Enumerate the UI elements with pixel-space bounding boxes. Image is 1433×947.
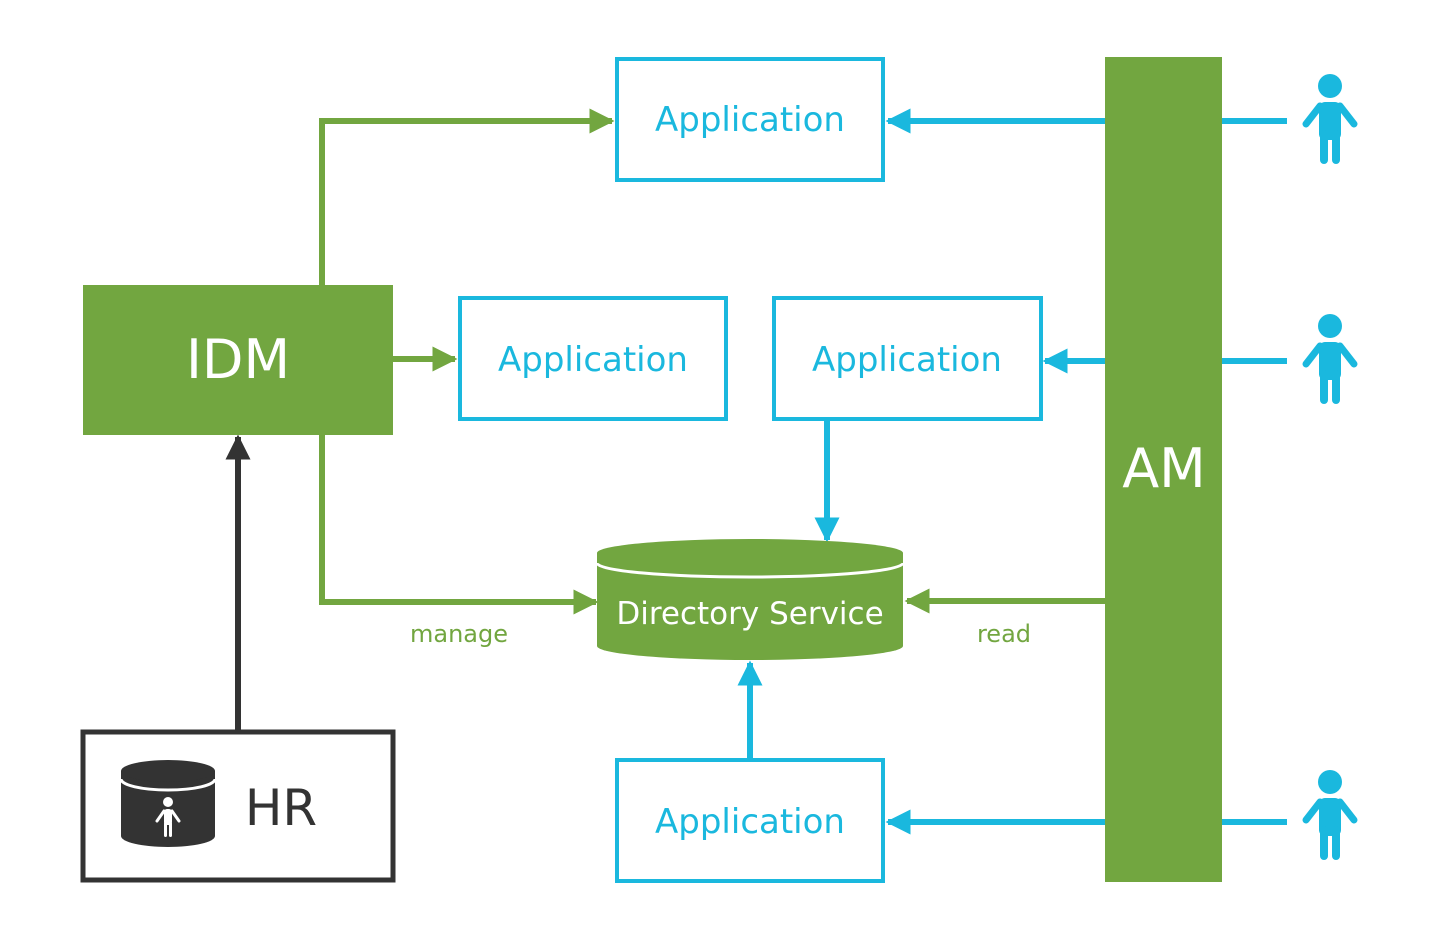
person-icon <box>1302 770 1358 860</box>
directory-service-node[interactable]: Directory Service <box>595 539 905 660</box>
database-icon <box>597 553 903 660</box>
person-icon <box>1302 314 1358 404</box>
directory-service-label: Directory Service <box>616 596 883 632</box>
am-node[interactable]: AM <box>1105 57 1222 882</box>
idm-label: IDM <box>186 328 290 391</box>
hr-person-icon <box>155 797 181 837</box>
application-mid-left-label: Application <box>498 340 688 380</box>
edge-idm-to-directory <box>319 433 599 615</box>
application-mid-right-label: Application <box>812 340 1002 380</box>
edge-label-read: read <box>977 620 1031 648</box>
idm-node[interactable]: IDM <box>83 285 393 435</box>
application-top[interactable]: Application <box>615 57 885 182</box>
person-icon <box>1302 74 1358 164</box>
hr-label: HR <box>245 779 317 837</box>
application-mid-left[interactable]: Application <box>458 296 728 421</box>
hr-node[interactable]: HR <box>80 729 396 883</box>
application-mid-right[interactable]: Application <box>772 296 1043 421</box>
hr-database-icon <box>119 760 217 847</box>
application-bottom-label: Application <box>655 802 845 842</box>
am-label: AM <box>1122 437 1206 500</box>
application-bottom[interactable]: Application <box>615 758 885 883</box>
edge-idm-to-app-top <box>319 108 615 287</box>
application-top-label: Application <box>655 100 845 140</box>
edge-label-manage: manage <box>410 620 508 648</box>
